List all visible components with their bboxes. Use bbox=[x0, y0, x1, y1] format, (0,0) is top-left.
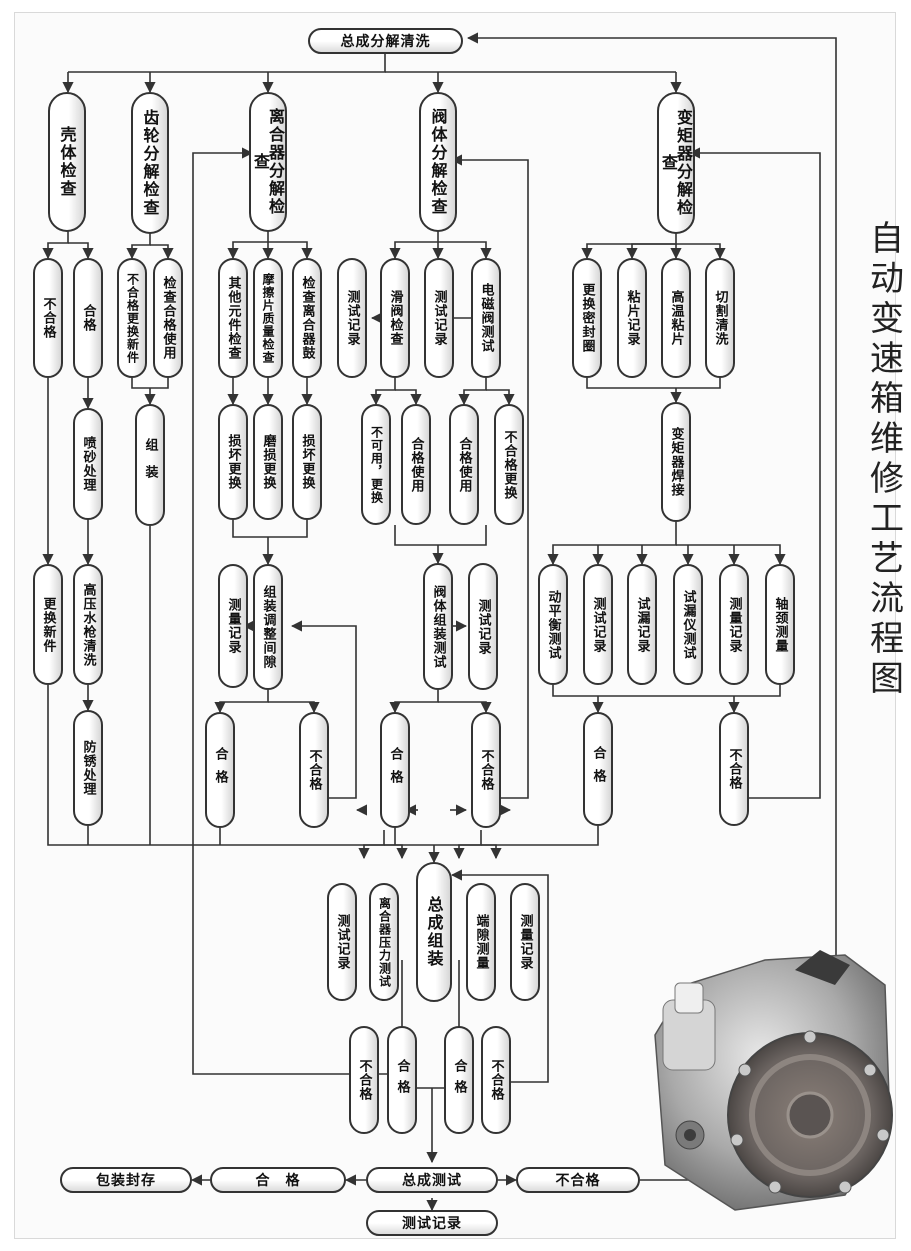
node-clutch-adjust: 组装调整间隙 bbox=[253, 564, 283, 690]
node-total-assembly: 总成组装 bbox=[416, 862, 452, 1002]
node-converter-cut: 切割清洗 bbox=[705, 258, 735, 378]
node-gear-bad: 不合格更换新件 bbox=[117, 258, 147, 378]
node-solenoid: 电磁阀测试 bbox=[471, 258, 501, 378]
node-assembly-testrec: 测试记录 bbox=[327, 883, 357, 1001]
node-clutch-drum: 检查离合器鼓 bbox=[292, 258, 322, 378]
node-assembly-fail-1: 不合格 bbox=[349, 1026, 379, 1134]
node-final-pass: 合 格 bbox=[210, 1167, 346, 1193]
node-final-record: 测试记录 bbox=[366, 1210, 498, 1236]
node-replace-new: 更换新件 bbox=[33, 564, 63, 685]
node-gear-ok: 检查合格使用 bbox=[153, 258, 183, 378]
node-end-play: 端隙测量 bbox=[466, 883, 496, 1001]
node-valve-testrec-2: 测试记录 bbox=[424, 258, 454, 378]
node-converter-weld: 变矩器焊接 bbox=[661, 402, 691, 522]
node-valve-testrec-1: 测试记录 bbox=[337, 258, 367, 378]
node-final-fail: 不合格 bbox=[516, 1167, 640, 1193]
node-valve-bad: 不合格更换 bbox=[494, 404, 524, 525]
node-valve-unusable: 不可用，更换 bbox=[361, 404, 391, 525]
node-valve-ok-1: 合格使用 bbox=[401, 404, 431, 525]
node-clutch-replace-1: 损坏更换 bbox=[218, 404, 248, 520]
node-converter-journal: 轴颈测量 bbox=[765, 564, 795, 685]
node-assembly-fail-2: 不合格 bbox=[481, 1026, 511, 1134]
node-gear: 齿轮分解检查 bbox=[131, 92, 169, 234]
node-valve-testrec-3: 测试记录 bbox=[468, 563, 498, 690]
node-converter-pass: 合格 bbox=[583, 712, 613, 826]
node-sandblast: 喷砂处理 bbox=[73, 408, 103, 520]
node-clutch: 离合器分解检查 bbox=[249, 92, 287, 232]
node-final-test: 总成测试 bbox=[366, 1167, 498, 1193]
node-valve-ok-2: 合格使用 bbox=[449, 404, 479, 525]
node-assembly-pass-2: 合格 bbox=[444, 1026, 474, 1134]
node-housing-pass: 合格 bbox=[73, 258, 103, 378]
node-clutch-fail: 不合格 bbox=[299, 712, 329, 828]
node-slide-valve: 滑阀检查 bbox=[380, 258, 410, 378]
node-valve: 阀体分解检查 bbox=[419, 92, 457, 232]
node-clutch-pass: 合格 bbox=[205, 712, 235, 828]
node-dismantle: 总成分解清洗 bbox=[308, 28, 463, 54]
node-valve-assembly: 阀体组装测试 bbox=[423, 563, 453, 690]
node-pressure-test: 离合器压力测试 bbox=[369, 883, 399, 1001]
node-clutch-measure: 测量记录 bbox=[218, 564, 248, 688]
node-clutch-other: 其他元件检查 bbox=[218, 258, 248, 378]
node-assembly-measure: 测量记录 bbox=[510, 883, 540, 1001]
node-housing: 壳体检查 bbox=[48, 92, 86, 232]
node-converter: 变矩器分解检查 bbox=[657, 92, 695, 234]
node-assemble: 组装 bbox=[135, 404, 165, 526]
node-valve-fail: 不合格 bbox=[471, 712, 501, 828]
vertical-title: 自动变速箱维修工艺流程图 bbox=[863, 220, 904, 700]
node-valve-pass: 合格 bbox=[380, 712, 410, 828]
node-converter-testrec: 测试记录 bbox=[583, 564, 613, 685]
node-converter-hot-patch: 高温粘片 bbox=[661, 258, 691, 378]
node-clutch-replace-3: 损坏更换 bbox=[292, 404, 322, 520]
node-converter-patch-record: 粘片记录 bbox=[617, 258, 647, 378]
node-assembly-pass-1: 合格 bbox=[387, 1026, 417, 1134]
node-converter-seal: 更换密封圈 bbox=[572, 258, 602, 378]
node-converter-measure: 测量记录 bbox=[719, 564, 749, 685]
node-converter-balance: 动平衡测试 bbox=[538, 564, 568, 685]
node-converter-leak-record: 试漏记录 bbox=[627, 564, 657, 685]
node-clutch-friction: 摩擦片质量检查 bbox=[253, 258, 283, 378]
node-clutch-replace-2: 磨损更换 bbox=[253, 404, 283, 520]
transmission-photo bbox=[654, 950, 893, 1211]
node-package: 包装封存 bbox=[60, 1167, 192, 1193]
node-housing-fail: 不合格 bbox=[33, 258, 63, 378]
node-converter-fail: 不合格 bbox=[719, 712, 749, 826]
node-converter-leak-test: 试漏仪测试 bbox=[673, 564, 703, 685]
node-rustproof: 防锈处理 bbox=[73, 710, 103, 826]
node-hp-wash: 高压水枪清洗 bbox=[73, 564, 103, 685]
